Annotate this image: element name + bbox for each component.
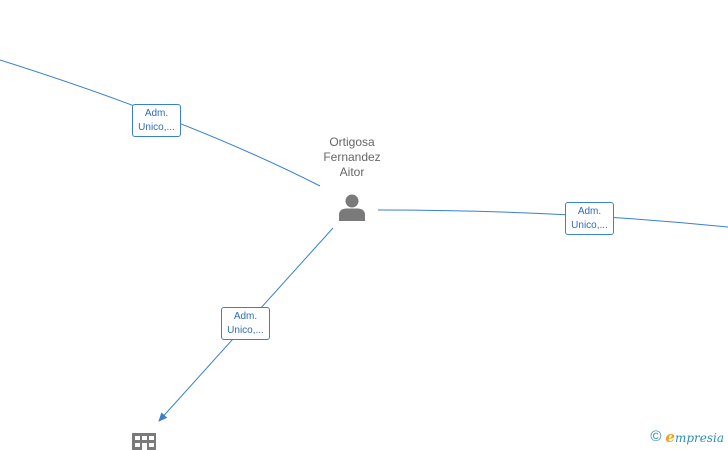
edge-label-bottom[interactable]: Adm. Unico,... <box>221 307 270 340</box>
brand-rest: mpresia <box>674 430 724 445</box>
edge-line-right <box>377 209 728 228</box>
person-name-line: Fernandez <box>323 150 381 164</box>
edge-label-right[interactable]: Adm. Unico,... <box>565 202 614 235</box>
person-name-line: Aitor <box>339 165 365 179</box>
edge-label-line: Unico,... <box>138 122 175 133</box>
person-node[interactable]: Ortigosa Fernandez Aitor <box>305 135 399 227</box>
edge-label-line: Adm. <box>233 311 258 322</box>
brand-first-letter: e <box>665 427 675 446</box>
edge-label-line: Unico,... <box>227 325 264 336</box>
brand-watermark: © empresia <box>650 428 724 446</box>
building-icon[interactable] <box>131 432 157 450</box>
person-icon <box>339 194 365 221</box>
copyright-symbol: © <box>650 428 662 445</box>
person-name-line: Ortigosa <box>329 135 375 149</box>
person-name: Ortigosa Fernandez Aitor <box>305 135 399 180</box>
brand-name: empresia <box>665 428 724 447</box>
edge-label-top-left[interactable]: Adm. Unico,... <box>132 104 181 137</box>
edge-label-line: Unico,... <box>571 220 608 231</box>
edge-label-line: Adm. <box>144 108 169 119</box>
edge-label-line: Adm. <box>577 206 602 217</box>
